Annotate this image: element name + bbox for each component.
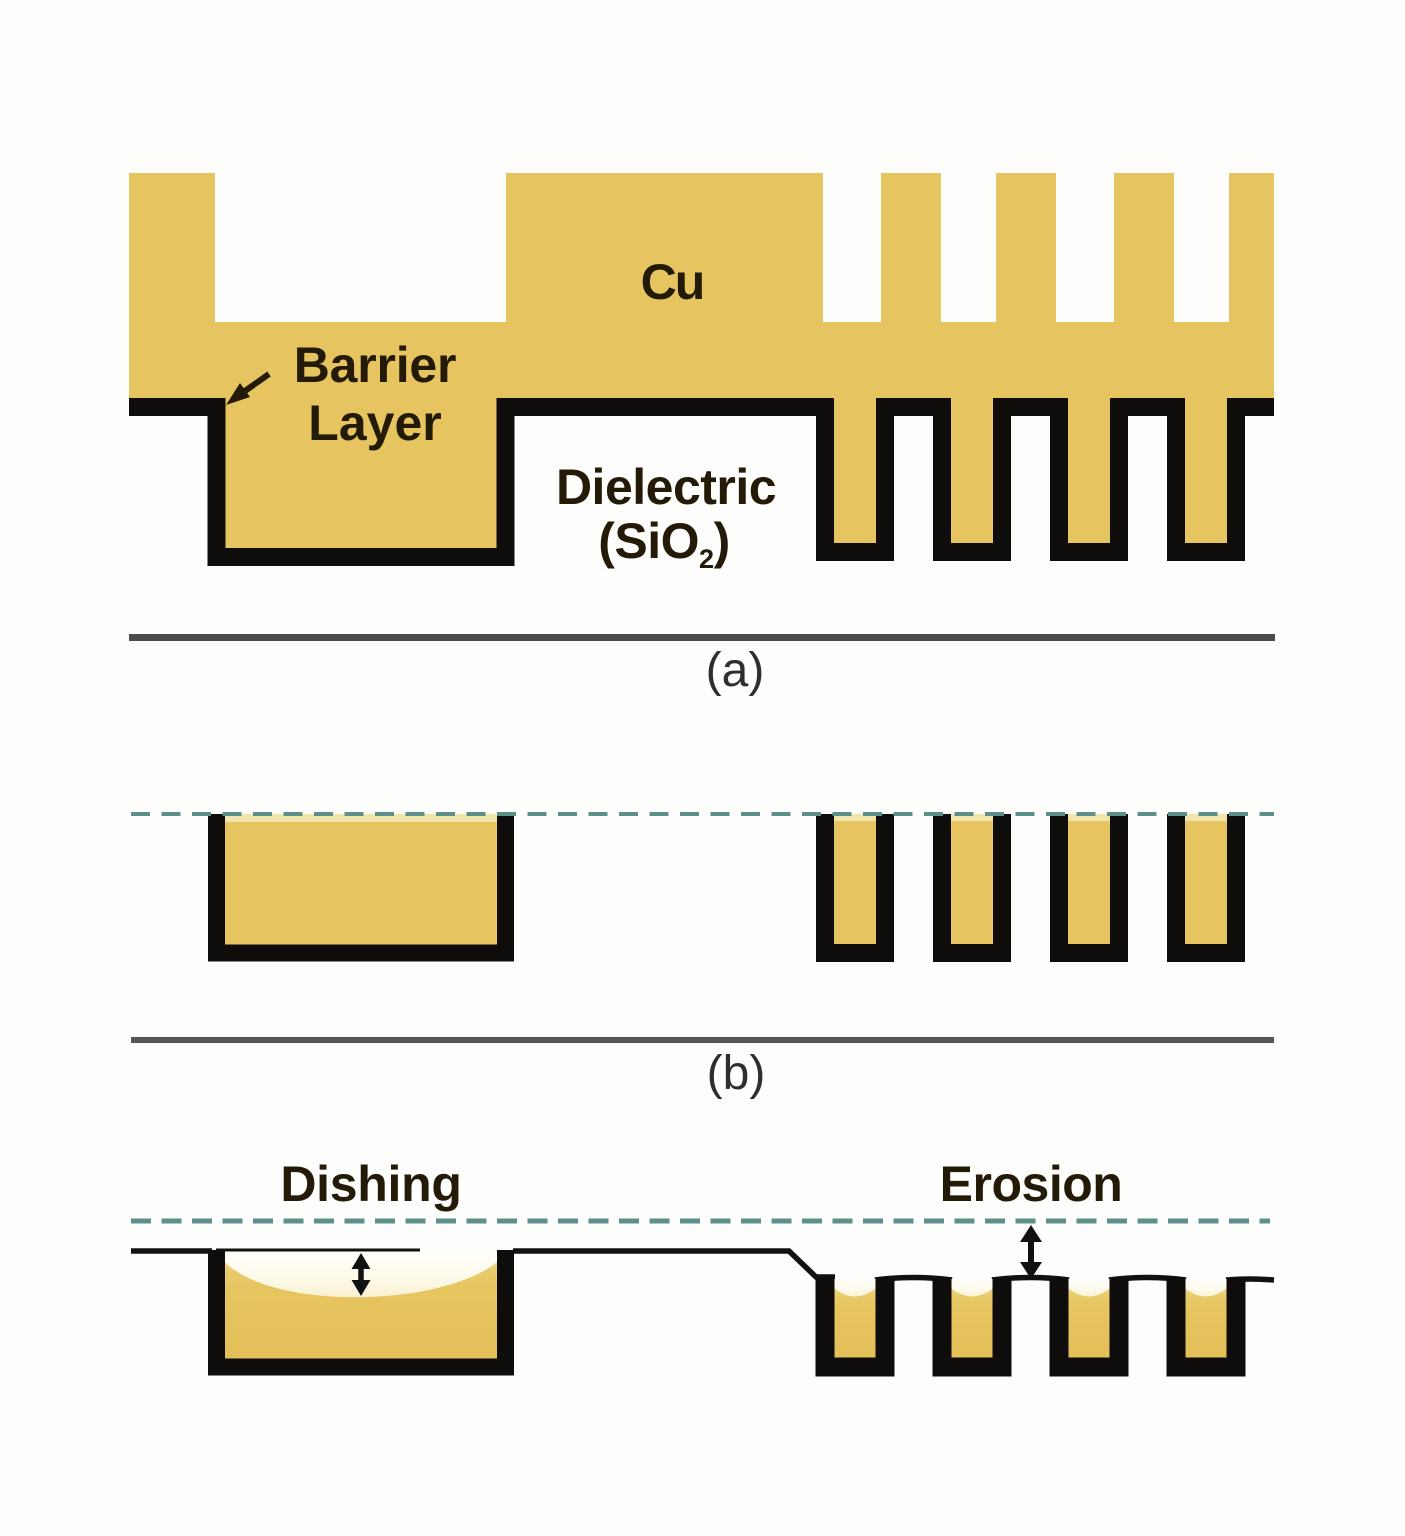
svg-text:Dielectric: Dielectric bbox=[556, 459, 776, 515]
svg-text:(a): (a) bbox=[706, 644, 765, 697]
svg-text:Dishing: Dishing bbox=[280, 1156, 461, 1212]
svg-text:(SiO2): (SiO2) bbox=[598, 513, 729, 574]
svg-text:Barrier: Barrier bbox=[294, 337, 457, 393]
svg-text:Cu: Cu bbox=[641, 254, 704, 310]
svg-text:(b): (b) bbox=[707, 1047, 766, 1100]
svg-text:Layer: Layer bbox=[308, 395, 441, 451]
svg-text:Erosion: Erosion bbox=[940, 1156, 1123, 1212]
